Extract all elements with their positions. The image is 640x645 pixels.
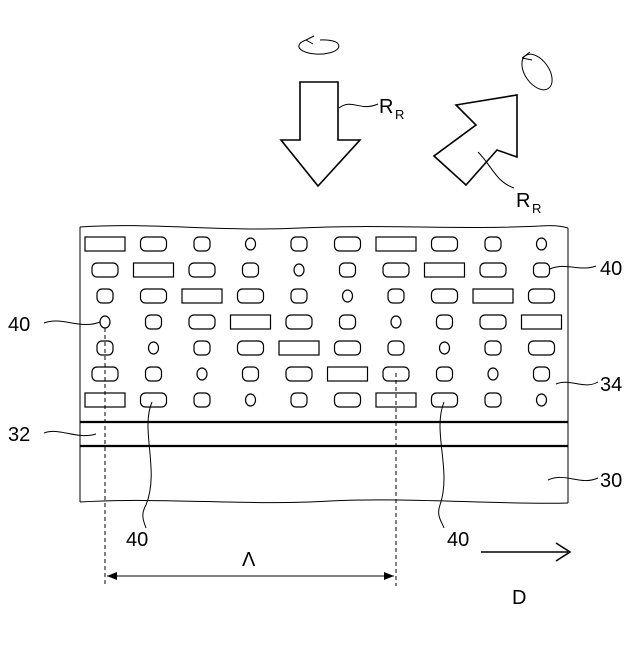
- lc-molecule: [291, 289, 307, 303]
- molecule-left-label: 40: [8, 314, 30, 336]
- lc-molecule: [425, 263, 465, 277]
- lc-molecule: [480, 315, 506, 329]
- period-dimension: [107, 572, 394, 580]
- direction-arrow: [481, 543, 570, 561]
- lc-molecule: [279, 341, 319, 355]
- lc-molecule: [485, 393, 501, 407]
- lc-molecule: [485, 341, 501, 355]
- rotation-reflected-icon: [516, 49, 559, 96]
- incident-light-arrow: [281, 82, 360, 186]
- direction-label: D: [512, 587, 526, 609]
- lc-molecule: [340, 315, 356, 329]
- lc-molecule: [437, 315, 453, 329]
- lc-molecule: [537, 238, 547, 250]
- lc-molecule: [141, 237, 167, 251]
- lc-molecule: [529, 341, 555, 355]
- lc-molecule: [149, 342, 159, 354]
- liquid-crystal-layer-label: 34: [600, 374, 622, 396]
- lc-molecule: [485, 237, 501, 251]
- lc-molecule: [522, 315, 562, 329]
- lc-molecule: [194, 341, 210, 355]
- reflected-light-leader: [478, 152, 514, 188]
- lc-molecule: [194, 237, 210, 251]
- lc-molecule: [243, 263, 259, 277]
- lc-molecule: [141, 393, 167, 407]
- svg-text:R: R: [532, 201, 541, 216]
- lc-molecule: [440, 342, 450, 354]
- lc-molecule: [286, 315, 312, 329]
- lc-molecule: [92, 263, 118, 277]
- alignment-film-label: 32: [8, 424, 30, 446]
- lc-molecule: [376, 237, 416, 251]
- lc-molecule: [437, 367, 453, 381]
- lc-molecule: [335, 237, 361, 251]
- molecule-left-leader: [44, 321, 100, 325]
- lc-molecule: [238, 289, 264, 303]
- lc-molecule: [197, 368, 207, 380]
- lc-molecule: [194, 393, 210, 407]
- lc-molecule: [134, 263, 174, 277]
- rotation-incident-icon: [299, 36, 339, 54]
- lc-molecule: [537, 394, 547, 406]
- lc-molecule: [182, 289, 222, 303]
- alignment-film-leader: [44, 431, 96, 435]
- lc-molecule: [291, 237, 307, 251]
- lc-molecule: [100, 316, 110, 328]
- lc-molecule: [141, 289, 167, 303]
- lc-molecule: [286, 367, 312, 381]
- liquid-crystal-molecules: [85, 237, 562, 407]
- lc-molecule: [432, 237, 458, 251]
- lc-molecule: [391, 316, 401, 328]
- molecule-bottom-left-label: 40: [126, 529, 148, 551]
- lc-molecule: [243, 367, 259, 381]
- substrate-leader: [548, 477, 598, 480]
- svg-text:R: R: [516, 190, 530, 212]
- lc-molecule: [246, 238, 256, 250]
- liquid-crystal-layer-leader: [556, 382, 598, 385]
- incident-light-label: R R: [379, 96, 404, 122]
- lc-molecule: [534, 263, 550, 277]
- lc-molecule: [488, 368, 498, 380]
- lc-molecule: [432, 289, 458, 303]
- molecule-bottom-right-label: 40: [447, 529, 469, 551]
- lc-molecule: [246, 394, 256, 406]
- lc-molecule: [238, 341, 264, 355]
- substrate-label: 30: [600, 470, 622, 492]
- lc-molecule: [85, 237, 125, 251]
- lc-molecule: [534, 367, 550, 381]
- lc-molecule: [189, 263, 215, 277]
- lc-molecule: [146, 315, 162, 329]
- incident-light-leader: [339, 104, 378, 108]
- lc-molecule: [388, 289, 404, 303]
- reflected-light-arrow: [434, 95, 517, 185]
- lc-molecule: [294, 264, 304, 276]
- period-label: Λ: [242, 549, 256, 571]
- lc-molecule: [529, 289, 555, 303]
- lc-molecule: [97, 289, 113, 303]
- svg-text:R: R: [379, 96, 393, 118]
- lc-molecule: [432, 393, 458, 407]
- lc-molecule: [291, 393, 307, 407]
- lc-molecule: [480, 263, 506, 277]
- lc-molecule: [335, 393, 361, 407]
- lc-molecule: [189, 315, 215, 329]
- lc-molecule: [231, 315, 271, 329]
- lc-molecule: [383, 263, 409, 277]
- lc-molecule: [473, 289, 513, 303]
- lc-molecule: [335, 341, 361, 355]
- molecule-top-right-leader: [550, 266, 596, 269]
- lc-molecule: [146, 367, 162, 381]
- lc-molecule: [343, 290, 353, 302]
- lc-molecule: [388, 341, 404, 355]
- lc-molecule: [340, 263, 356, 277]
- svg-text:R: R: [395, 107, 404, 122]
- molecule-top-right-label: 40: [600, 258, 622, 280]
- lc-molecule: [328, 367, 368, 381]
- reflected-light-label: R R: [516, 190, 541, 216]
